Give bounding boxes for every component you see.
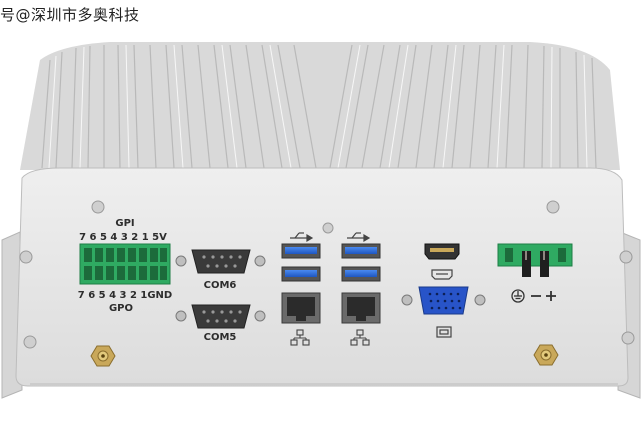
watermark-text: 号@深圳市多奥科技	[0, 6, 140, 24]
hdmi-port	[424, 243, 460, 260]
heatsink-fins	[20, 42, 620, 170]
power-terminal	[497, 243, 573, 277]
gpi-label: GPI	[115, 218, 134, 229]
gpo-label: GPO	[109, 303, 133, 314]
lan-ports	[281, 292, 381, 324]
panel-screws	[19, 200, 635, 349]
com5-label: COM5	[204, 332, 237, 343]
lan-icon	[290, 329, 370, 346]
com6-serial-port: COM6	[175, 249, 266, 291]
gpi-pin-labels: 7 6 5 4 3 2 1 5V	[79, 232, 167, 243]
hdmi-icon	[431, 269, 453, 280]
antenna-connector-left	[90, 345, 116, 367]
gpio-terminal-block: GPI 7 6 5 4 3 2 1 5V 7 6 5 4 3 2 1GND GP…	[78, 218, 172, 314]
usb-ports	[281, 243, 381, 282]
usb-icon	[290, 232, 371, 243]
com5-serial-port: COM5	[175, 304, 266, 343]
ground-icon	[511, 289, 525, 303]
com6-label: COM6	[204, 280, 237, 291]
vga-icon	[436, 326, 452, 338]
front-panel	[15, 167, 629, 387]
antenna-connector-right	[533, 344, 559, 366]
gpo-pin-labels: 7 6 5 4 3 2 1GND	[78, 290, 172, 301]
power-polarity-symbols	[531, 291, 556, 301]
vga-port	[401, 286, 486, 315]
